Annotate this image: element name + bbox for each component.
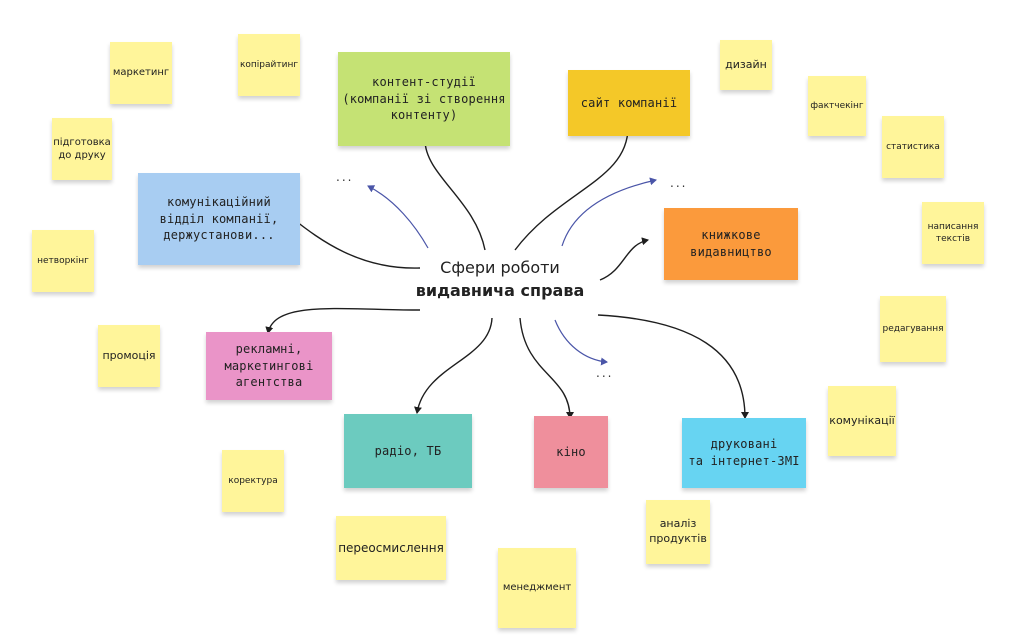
skill-note-fact-checking: фактчекінг xyxy=(808,76,866,136)
skill-note-editing: редагування xyxy=(880,296,946,362)
ellipsis-lower-right: ... xyxy=(596,366,614,380)
center-title: Сфери роботи видавнича справа xyxy=(385,258,615,300)
skill-note-management: менеджмент xyxy=(498,548,576,628)
ellipsis-upper-left: ... xyxy=(336,170,354,184)
category-note-cinema: кіно xyxy=(534,416,608,488)
center-title-line2: видавнича справа xyxy=(415,281,585,300)
skill-note-statistics: статистика xyxy=(882,116,944,178)
arrow-to-company-site xyxy=(514,124,633,251)
skill-note-prepress: підготовка до друку xyxy=(52,118,112,180)
skill-note-promotion: промоція xyxy=(98,325,160,387)
category-note-content-studios: контент-студії (компанії зі створення ко… xyxy=(338,52,510,146)
skill-note-copywriting: копірайтинг xyxy=(238,34,300,96)
arrow-to-comm-department xyxy=(291,217,421,269)
arrow-to-book-publisher xyxy=(599,237,649,281)
skill-note-rethinking: переосмислення xyxy=(336,516,446,580)
arrow-to-content-studios xyxy=(421,139,486,251)
center-title-line1: Сфери роботи xyxy=(440,258,560,277)
skill-note-proofreading: коректура xyxy=(222,450,284,512)
skill-note-marketing: маркетинг xyxy=(110,42,172,104)
category-note-radio-tv: радіо, ТБ xyxy=(344,414,472,488)
ellipsis-upper-right: ... xyxy=(670,176,688,190)
arrow-to-radio-tv xyxy=(414,317,493,414)
skill-note-communications: комунікації xyxy=(828,386,896,456)
category-note-comm-department: комунікаційний відділ компанії, держуста… xyxy=(138,173,300,265)
arrow-to-media xyxy=(597,314,749,419)
arrow-to-cinema xyxy=(519,317,574,419)
category-note-book-publisher: книжкове видавництво xyxy=(664,208,798,280)
skill-note-product-analysis: аналіз продуктів xyxy=(646,500,710,564)
category-note-company-site: сайт компанії xyxy=(568,70,690,136)
arrow-blue-lower-right xyxy=(554,319,608,366)
skill-note-networking: нетворкінг xyxy=(32,230,94,292)
skill-note-design: дизайн xyxy=(720,40,772,90)
arrow-to-ad-agencies xyxy=(265,307,421,334)
category-note-ad-agencies: рекламні, маркетингові агентства xyxy=(206,332,332,400)
arrow-blue-upper-right xyxy=(561,177,657,247)
skill-note-text-writing: написання текстів xyxy=(922,202,984,264)
arrow-blue-upper-left xyxy=(367,185,429,249)
category-note-media: друковані та інтернет-ЗМІ xyxy=(682,418,806,488)
